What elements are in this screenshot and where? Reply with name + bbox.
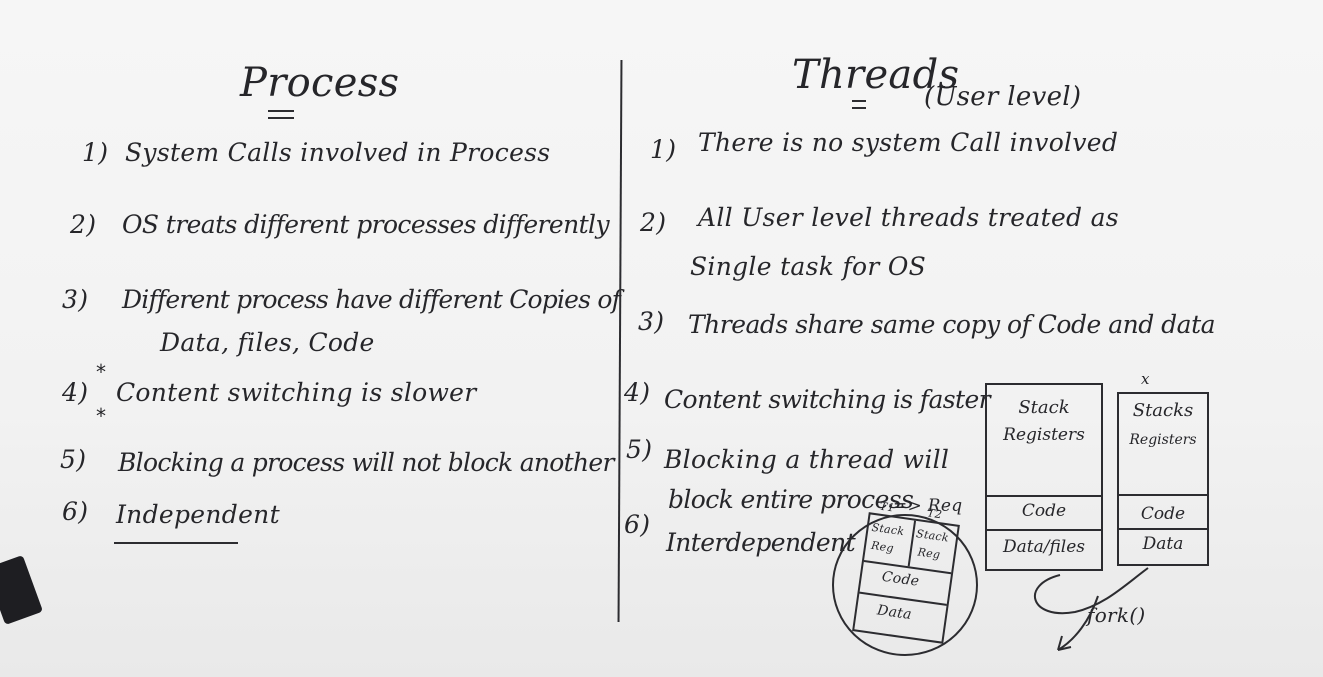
- box1-divider-2: [987, 529, 1101, 531]
- threads-title: Threads: [792, 52, 960, 98]
- code-label-2: Code: [1140, 504, 1186, 524]
- thread-item-4-text: Content switching is faster: [664, 385, 991, 414]
- thread-item-5-text-line2: block entire process: [668, 485, 914, 514]
- threads-subtitle: (User level): [924, 82, 1082, 112]
- process-item-5-number: 5): [60, 445, 87, 474]
- thread-item-3-text: Threads share same copy of Code and data: [688, 310, 1216, 339]
- data-label-2: Data: [1142, 534, 1184, 554]
- thread-item-5-text: Blocking a thread will: [664, 445, 950, 474]
- thread-item-2-text-line2: Single task for OS: [690, 252, 927, 281]
- process-item-3-number: 3): [62, 285, 89, 314]
- process-item-1-number: 1): [82, 138, 109, 167]
- thread-item-2-text: All User level threads treated as: [698, 203, 1119, 232]
- process-item-5-text: Blocking a process will not block anothe…: [118, 448, 614, 477]
- process-item-4-number: 4): [62, 378, 89, 407]
- registers-label-2: Registers: [1129, 432, 1197, 448]
- box2-divider-1: [1119, 494, 1207, 496]
- code-label: Code: [1021, 501, 1067, 521]
- star-mark-icon: *: [96, 360, 106, 384]
- stack-label-2: Stacks: [1132, 400, 1194, 421]
- data-files-label: Data/files: [1002, 537, 1086, 557]
- thread-item-4-number: 4): [624, 378, 651, 407]
- process-item-3-text-line2: Data, files, Code: [160, 328, 375, 357]
- process-item-2-text: OS treats different processes differentl…: [122, 210, 610, 239]
- registers-label: Registers: [1003, 425, 1085, 445]
- box1-divider-1: [987, 495, 1101, 497]
- process-item-6-number: 6): [62, 497, 89, 526]
- process-title: Process: [240, 60, 400, 106]
- process-memory-box-1: Stack Registers Code Data/files: [985, 383, 1103, 571]
- x-mark: x: [1141, 370, 1150, 388]
- threads-title-underline: [852, 100, 866, 109]
- stack-label: Stack: [1018, 397, 1070, 418]
- independent-underline: [114, 542, 238, 544]
- thread-item-1-text: There is no system Call involved: [698, 128, 1119, 157]
- box2-divider-2: [1119, 528, 1207, 530]
- fork-arrowhead: [1057, 635, 1072, 651]
- fork-down-arrow: [1057, 595, 1099, 651]
- thread-item-1-number: 1): [650, 135, 677, 164]
- thread-item-5-number: 5): [626, 435, 653, 464]
- process-item-4-text: Content switching is slower: [116, 378, 477, 407]
- fork-curve-arrow: [1033, 567, 1149, 615]
- thread-item-6-text: Interdependent: [666, 528, 856, 557]
- fork-label: fork(): [1087, 603, 1146, 627]
- process-memory-box-2: Stacks Registers Code Data: [1117, 392, 1209, 566]
- circle-around-thread-block: [832, 514, 978, 656]
- process-item-2-number: 2): [70, 210, 97, 239]
- thread-item-6-number: 6): [624, 510, 651, 539]
- thread-item-2-number: 2): [640, 208, 667, 237]
- thread-item-3-number: 3): [638, 307, 665, 336]
- process-item-1-text: System Calls involved in Process: [125, 138, 551, 167]
- star-mark-icon: *: [96, 404, 106, 428]
- process-item-6-text: Independent: [116, 500, 280, 529]
- process-title-underline: [268, 110, 294, 119]
- process-item-3-text: Different process have different Copies …: [122, 285, 621, 314]
- req-arrow-label: => Req: [893, 496, 963, 516]
